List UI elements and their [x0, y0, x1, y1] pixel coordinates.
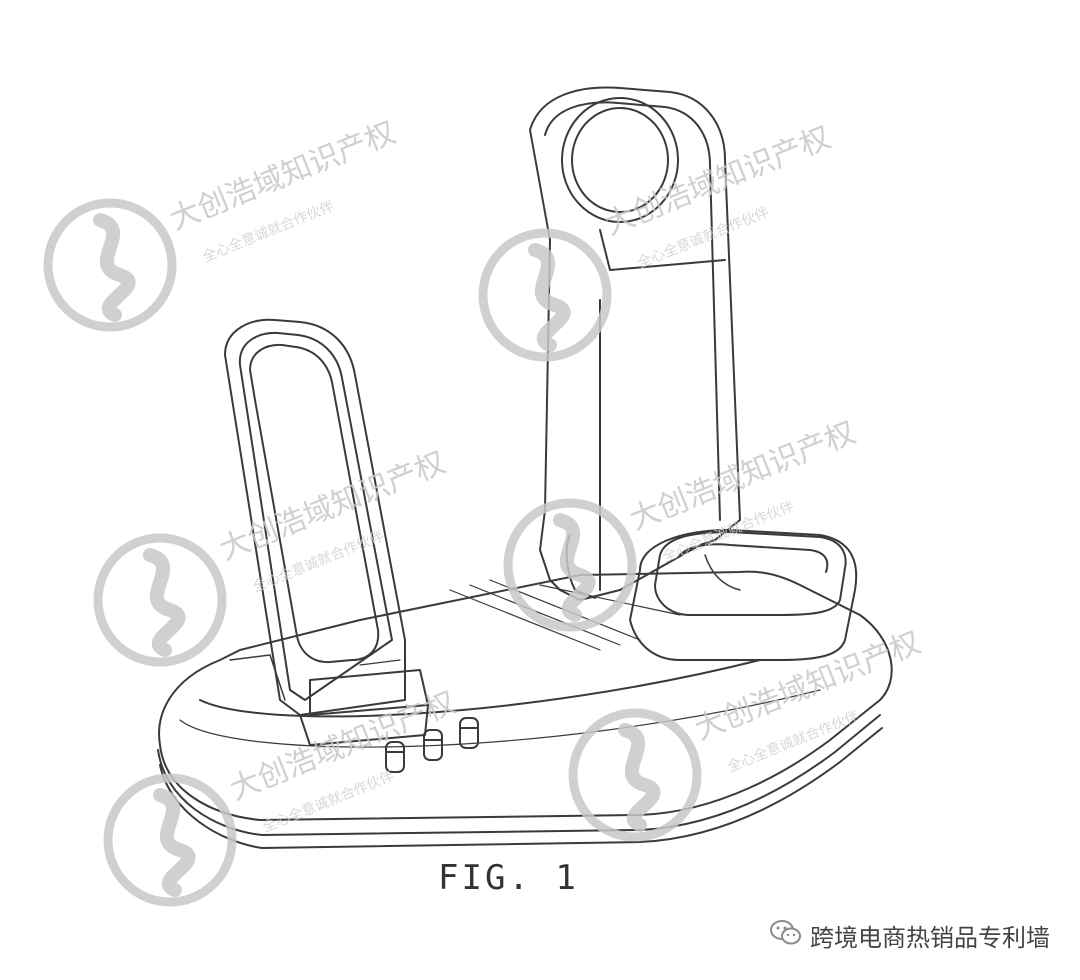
watermark-group: 大创浩域知识产权 全心全意诚就合作伙伴 大创浩域知识产权 全心全意诚就合作伙伴 … — [43, 115, 926, 907]
watermark-logo-1 — [43, 198, 177, 332]
watermark-logo-2 — [478, 228, 612, 362]
figure-caption: FIG. 1 — [438, 858, 579, 898]
watermark-logo-6 — [568, 708, 702, 842]
earbuds-dock — [629, 529, 858, 661]
footer-account: 跨境电商热销品专利墙 — [770, 918, 1050, 953]
base-platform — [157, 570, 893, 849]
watermark-logo-5 — [103, 773, 237, 907]
wechat-icon — [770, 919, 802, 953]
account-name: 跨境电商热销品专利墙 — [810, 924, 1050, 952]
phone-stand — [224, 318, 429, 746]
watermark-logo-3 — [93, 533, 227, 667]
buttons — [385, 717, 479, 773]
watermark-logo-4 — [503, 498, 637, 632]
